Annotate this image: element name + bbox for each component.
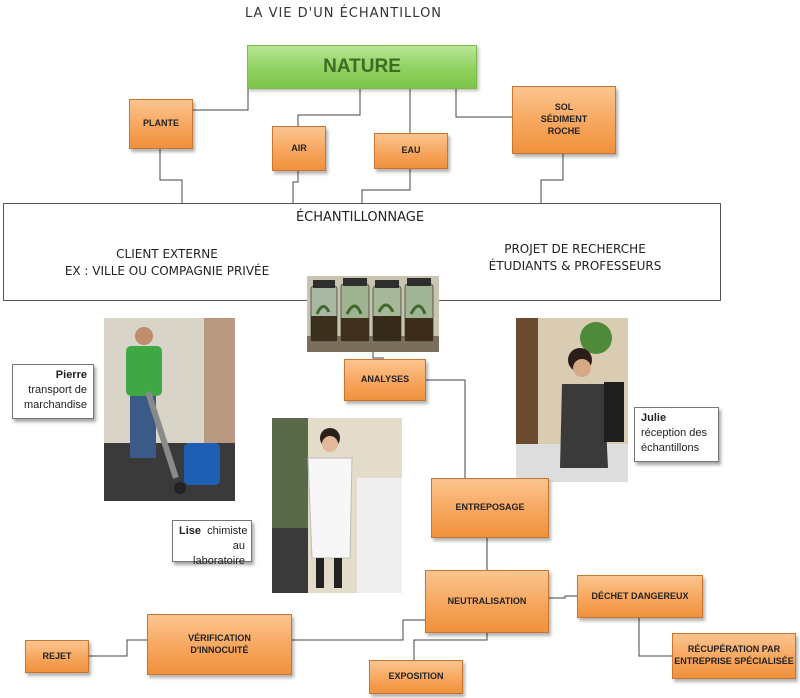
rejet-box: REJET (25, 640, 89, 673)
connector-verification-rejet (87, 639, 147, 657)
connector-dechet-recuperation (638, 617, 672, 657)
lise-photo (272, 418, 402, 593)
recuperation-box: RÉCUPÉRATION PAR ENTREPRISE SPÉCIALISÉE (672, 633, 796, 679)
pierre-caption: Pierre transport de marchandise (12, 364, 94, 419)
connector-neutralisation-exposition (413, 632, 488, 660)
connector-nature-plante (192, 85, 249, 111)
pierre-photo (104, 318, 235, 501)
sample-jars-photo (307, 276, 439, 352)
julie-role-2: échantillons (641, 441, 700, 454)
nature-box: NATURE (247, 45, 477, 89)
connector-neutralisation-dechet (548, 595, 577, 599)
exposition-box: EXPOSITION (369, 660, 463, 694)
verification-box: VÉRIFICATION D'INNOCUITÉ (147, 614, 292, 675)
connector-sol-ech (540, 153, 564, 203)
sol-box: SOL SÉDIMENT ROCHE (512, 86, 616, 154)
echantillonnage-title: ÉCHANTILLONNAGE (295, 210, 425, 225)
pierre-role-1: transport de (28, 383, 87, 396)
connector-eau-ech (361, 168, 411, 203)
pierre-role-2: marchandise (24, 398, 87, 411)
pierre-image (104, 318, 235, 501)
lise-image (272, 418, 402, 593)
lise-role-1: chimiste (207, 525, 248, 537)
julie-image (516, 318, 628, 482)
julie-role-1: réception des (641, 426, 708, 439)
pierre-name: Pierre (55, 369, 87, 381)
eau-box: EAU (374, 133, 448, 169)
connector-nature-sol (455, 87, 512, 118)
connector-photo-analyses (372, 352, 384, 359)
connector-nature-air (297, 87, 361, 126)
neutralisation-box: NEUTRALISATION (425, 570, 549, 633)
entreposage-box: ENTREPOSAGE (431, 478, 549, 538)
lise-name: Lise (179, 525, 202, 537)
projet-recherche-text: PROJET DE RECHERCHE ÉTUDIANTS & PROFESSE… (488, 242, 662, 273)
connector-plante-ech (159, 148, 183, 203)
dechet-dangereux-box: DÉCHET DANGEREUX (577, 575, 703, 618)
diagram-title: LA VIE D'UN ÉCHANTILLON (245, 6, 443, 21)
plante-box: PLANTE (129, 99, 193, 149)
connector-neutralisation-verification (290, 619, 425, 641)
julie-caption: Julie réception des échantillons (634, 407, 719, 462)
analyses-box: ANALYSES (344, 359, 426, 401)
air-box: AIR (272, 126, 326, 171)
lise-caption: Lise chimiste au laboratoire (172, 520, 252, 567)
lise-role-2: au laboratoire (193, 539, 245, 567)
connector-air-ech (292, 170, 299, 203)
connector-analyses-entreposage (425, 379, 466, 478)
sample-jars-image (307, 276, 439, 352)
client-externe-text: CLIENT EXTERNE EX : VILLE OU COMPAGNIE P… (64, 247, 270, 278)
julie-photo (516, 318, 628, 482)
julie-name: Julie (641, 412, 667, 424)
